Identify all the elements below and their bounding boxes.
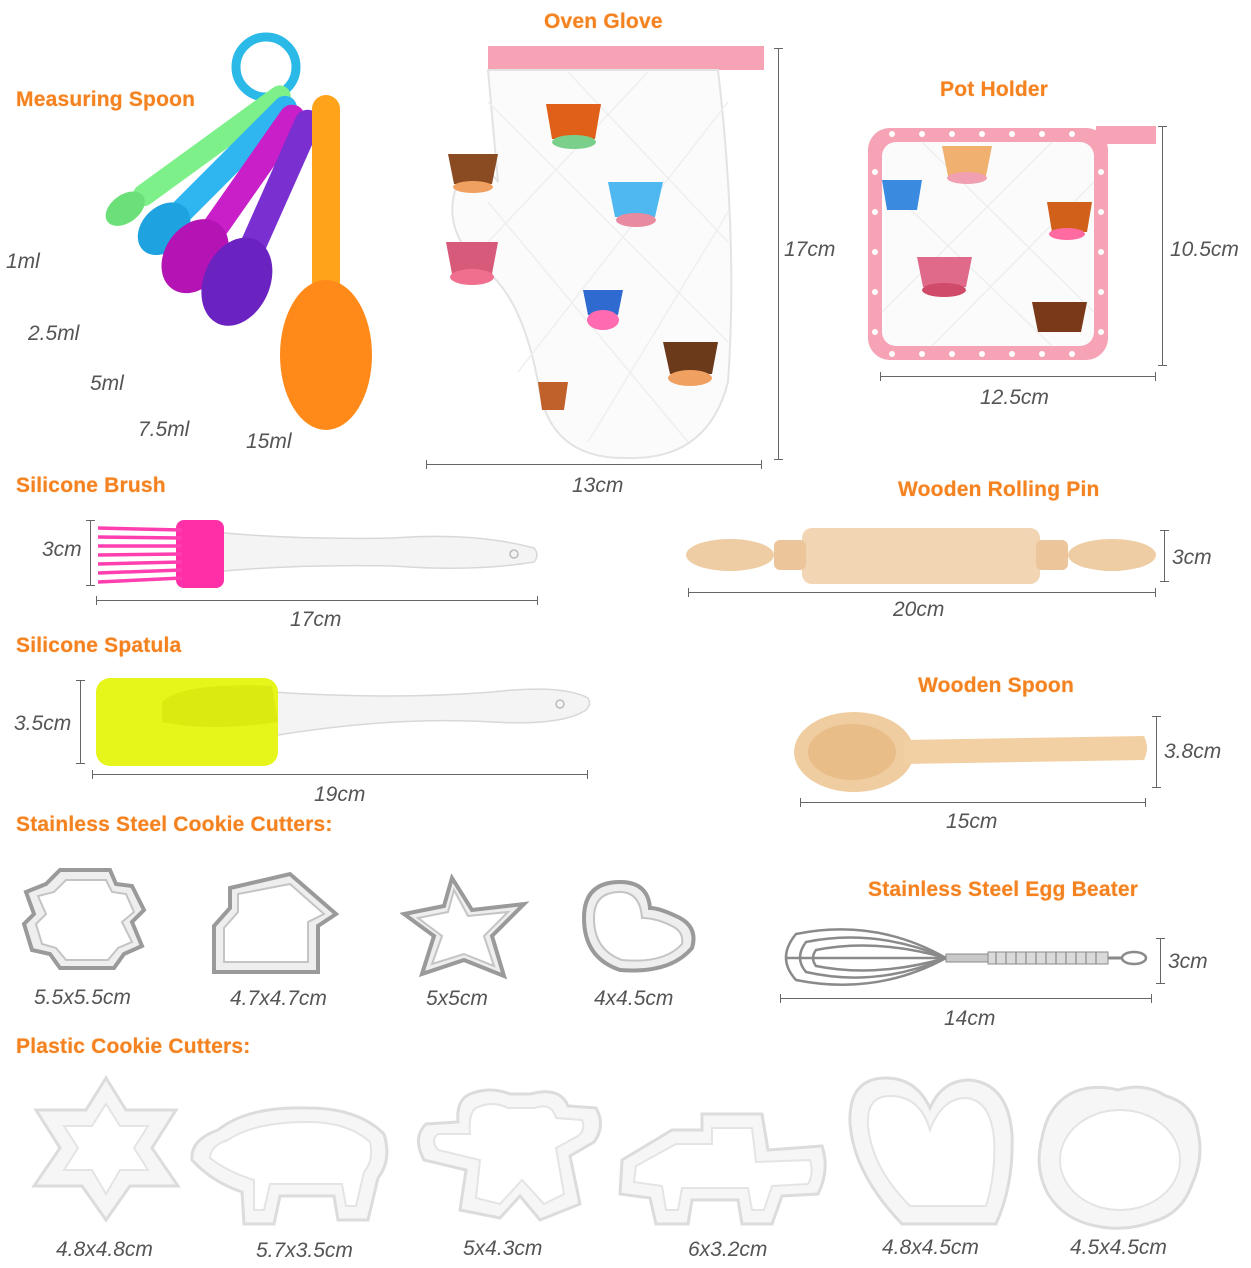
pot-holder-width: 12.5cm bbox=[980, 386, 1049, 409]
steel-cutter-size-3: 5x5cm bbox=[426, 987, 488, 1010]
plastic-cutter-pig bbox=[190, 1106, 389, 1226]
steel-cutter-star bbox=[400, 874, 530, 980]
oven-glove-width-line bbox=[426, 460, 762, 469]
oven-glove-image bbox=[446, 46, 764, 460]
spoon-size-1ml: 1ml bbox=[6, 250, 40, 273]
measuring-spoon-title: Measuring Spoon bbox=[16, 88, 196, 111]
steel-cutter-snowflake bbox=[21, 868, 147, 970]
silicone-spatula-height: 3.5cm bbox=[14, 712, 72, 735]
silicone-spatula-image bbox=[96, 678, 591, 766]
plastic-cutter-size-1: 4.8x4.8cm bbox=[56, 1238, 153, 1261]
steel-cutter-size-1: 5.5x5.5cm bbox=[34, 986, 131, 1009]
plastic-cutter-size-4: 6x3.2cm bbox=[688, 1238, 768, 1261]
plastic-cutter-train bbox=[618, 1112, 827, 1226]
steel-cutter-size-2: 4.7x4.7cm bbox=[230, 987, 327, 1010]
oven-glove-title: Oven Glove bbox=[544, 10, 663, 33]
silicone-brush-height-line bbox=[86, 520, 95, 586]
spoon-size-5ml: 5ml bbox=[90, 372, 124, 395]
silicone-spatula-width-line bbox=[92, 770, 588, 779]
rolling-pin-width-line bbox=[688, 588, 1156, 597]
silicone-brush-title: Silicone Brush bbox=[16, 474, 166, 497]
silicone-spatula-title: Silicone Spatula bbox=[16, 634, 182, 657]
oven-glove-width: 13cm bbox=[572, 474, 624, 497]
egg-beater-height: 3cm bbox=[1168, 950, 1208, 973]
wooden-spoon-width-line bbox=[800, 798, 1146, 807]
rolling-pin-height-line bbox=[1160, 530, 1169, 582]
plastic-cutter-gingerbread bbox=[417, 1088, 602, 1222]
steel-cutter-house bbox=[212, 871, 340, 974]
silicone-brush-image bbox=[97, 520, 538, 588]
egg-beater-image bbox=[784, 928, 1148, 986]
plastic-cutters-title: Plastic Cookie Cutters: bbox=[16, 1035, 251, 1058]
rolling-pin-height: 3cm bbox=[1172, 546, 1212, 569]
pot-holder-image bbox=[868, 126, 1156, 360]
egg-beater-title: Stainless Steel Egg Beater bbox=[868, 878, 1139, 901]
oven-glove-height-line bbox=[774, 48, 783, 460]
rolling-pin-image bbox=[686, 528, 1156, 584]
wooden-spoon-height: 3.8cm bbox=[1164, 740, 1222, 763]
rolling-pin-width: 20cm bbox=[893, 598, 945, 621]
pot-holder-width-line bbox=[880, 372, 1156, 381]
egg-beater-width-line bbox=[780, 994, 1152, 1003]
wooden-spoon-title: Wooden Spoon bbox=[918, 674, 1074, 697]
silicone-spatula-width: 19cm bbox=[314, 783, 366, 806]
steel-cutter-size-4: 4x4.5cm bbox=[594, 987, 674, 1010]
silicone-brush-width: 17cm bbox=[290, 608, 342, 631]
plastic-cutter-size-5: 4.8x4.5cm bbox=[882, 1236, 979, 1259]
steel-cutter-heart bbox=[581, 879, 696, 973]
plastic-cutter-round bbox=[1037, 1085, 1202, 1230]
plastic-cutter-star bbox=[31, 1075, 181, 1223]
egg-beater-width: 14cm bbox=[944, 1007, 996, 1030]
egg-beater-height-line bbox=[1156, 938, 1165, 984]
pot-holder-height: 10.5cm bbox=[1170, 238, 1239, 261]
spoon-size-2-5ml: 2.5ml bbox=[28, 322, 80, 345]
plastic-cutter-size-3: 5x4.3cm bbox=[463, 1237, 543, 1260]
rolling-pin-title: Wooden Rolling Pin bbox=[898, 478, 1100, 501]
silicone-brush-height: 3cm bbox=[42, 538, 82, 561]
measuring-spoons-image bbox=[105, 32, 372, 430]
steel-cutters-title: Stainless Steel Cookie Cutters: bbox=[16, 813, 333, 836]
oven-glove-height: 17cm bbox=[784, 238, 836, 261]
wooden-spoon-width: 15cm bbox=[946, 810, 998, 833]
wooden-spoon-image bbox=[794, 712, 1147, 792]
plastic-cutter-size-2: 5.7x3.5cm bbox=[256, 1239, 353, 1262]
plastic-cutter-heart bbox=[848, 1076, 1014, 1226]
pot-holder-height-line bbox=[1158, 126, 1167, 366]
wooden-spoon-height-line bbox=[1152, 716, 1161, 788]
pot-holder-title: Pot Holder bbox=[940, 78, 1049, 101]
silicone-brush-width-line bbox=[96, 596, 538, 605]
silicone-spatula-height-line bbox=[76, 680, 85, 764]
spoon-size-15ml: 15ml bbox=[246, 430, 292, 453]
plastic-cutter-size-6: 4.5x4.5cm bbox=[1070, 1236, 1167, 1259]
spoon-size-7-5ml: 7.5ml bbox=[138, 418, 190, 441]
